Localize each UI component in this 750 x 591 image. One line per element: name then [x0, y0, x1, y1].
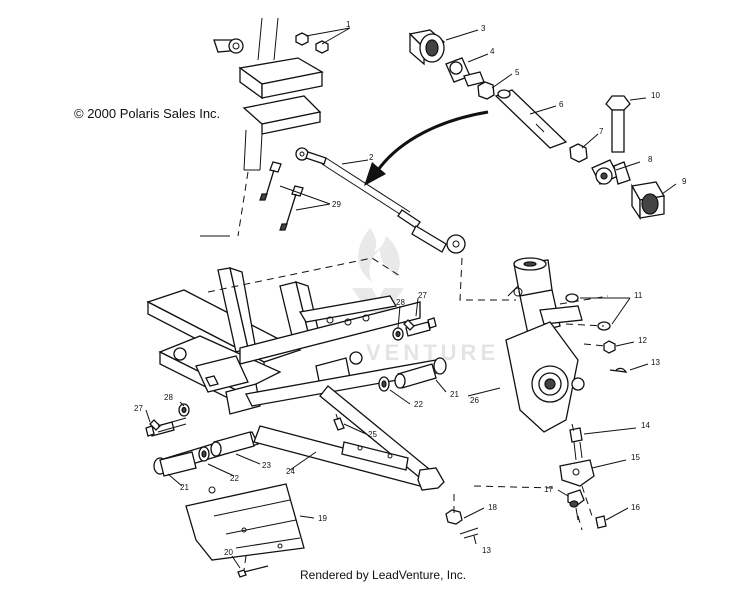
callout-11: 11: [634, 291, 643, 300]
callout-9: 9: [682, 177, 687, 186]
nuts-1: [295, 32, 329, 54]
skid-plate: [185, 483, 305, 578]
callout-20: 20: [224, 548, 233, 557]
callout-17: 17: [544, 485, 553, 494]
callout-2: 2: [369, 153, 374, 162]
frame-section: [146, 257, 421, 415]
bolts-27: [149, 319, 415, 433]
callout-8: 8: [648, 155, 653, 164]
upper-frame-column: [200, 17, 324, 237]
callout-16: 16: [631, 503, 640, 512]
callout-26: 26: [470, 396, 479, 405]
callout-19: 19: [318, 514, 327, 523]
callout-5: 5: [515, 68, 520, 77]
callout-27-left: 27: [134, 404, 143, 413]
callout-1: 1: [346, 20, 351, 29]
bolts-29: [259, 161, 304, 231]
callout-14: 14: [641, 421, 650, 430]
callout-6: 6: [559, 100, 564, 109]
spindle: [505, 257, 585, 433]
callout-10: 10: [651, 91, 660, 100]
callout-28-left: 28: [164, 393, 173, 402]
callout-12: 12: [638, 336, 647, 345]
watermark-logo: VENTURE: [352, 228, 495, 365]
tie-rod-assembly: [295, 147, 466, 254]
callout-25: 25: [368, 430, 377, 439]
callout-29: 29: [332, 200, 341, 209]
assembly-arrow: [364, 110, 489, 186]
footer-credit: Rendered by LeadVenture, Inc.: [300, 568, 467, 582]
callout-23: 23: [262, 461, 271, 470]
callout-labels: 1 2 3 4 5 6 7 8 9 10 11 12 13 14 15 16 1…: [134, 20, 687, 557]
assembly-lines: [453, 257, 609, 531]
callout-24: 24: [286, 467, 295, 476]
copyright-notice: © 2000 Polaris Sales Inc.: [74, 106, 221, 121]
callout-3: 3: [481, 24, 486, 33]
callout-27-upper: 27: [418, 291, 427, 300]
callout-15: 15: [631, 453, 640, 462]
leader-lines: [145, 27, 677, 569]
callout-28-upper: 28: [396, 298, 405, 307]
callout-21-right: 21: [450, 390, 459, 399]
callout-7: 7: [599, 127, 604, 136]
callout-22-left: 22: [230, 474, 239, 483]
callout-13-upper: 13: [651, 358, 660, 367]
bushings-sleeves: [145, 317, 437, 477]
callout-18: 18: [488, 503, 497, 512]
callout-22-right: 22: [414, 400, 423, 409]
callout-13-lower: 13: [482, 546, 491, 555]
spindle-hardware: [445, 293, 628, 539]
callout-21-left: 21: [180, 483, 189, 492]
callout-4: 4: [490, 47, 495, 56]
exploded-tie-rod-parts: [408, 29, 666, 221]
tie-rod-end-left: [213, 38, 244, 54]
